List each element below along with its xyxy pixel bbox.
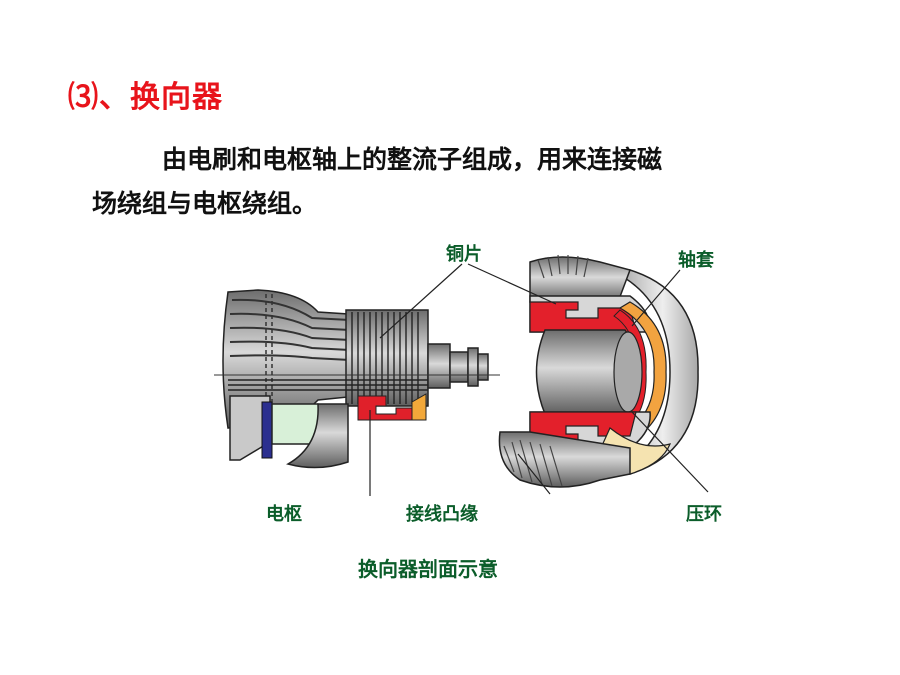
body-paragraph: 由电刷和电枢轴上的整流子组成，用来连接磁 场绕组与电枢绕组。 — [92, 138, 792, 226]
body-line-2: 场绕组与电枢绕组。 — [92, 189, 318, 218]
commutator-diagram — [214, 254, 709, 496]
label-wiring-flange: 接线凸缘 — [406, 504, 478, 525]
leader-lines — [369, 263, 709, 496]
label-armature: 电枢 — [266, 504, 302, 525]
section-heading: ⑶、换向器 — [68, 80, 223, 115]
diagram-caption: 换向器剖面示意 — [358, 557, 498, 581]
armature-assembly — [214, 289, 500, 469]
commutator-section — [498, 254, 699, 488]
body-line-1: 由电刷和电枢轴上的整流子组成，用来连接磁 — [162, 145, 663, 174]
label-shaft-sleeve: 轴套 — [678, 250, 714, 271]
label-press-ring: 压环 — [686, 504, 722, 525]
label-copper-segment: 铜片 — [446, 244, 482, 265]
